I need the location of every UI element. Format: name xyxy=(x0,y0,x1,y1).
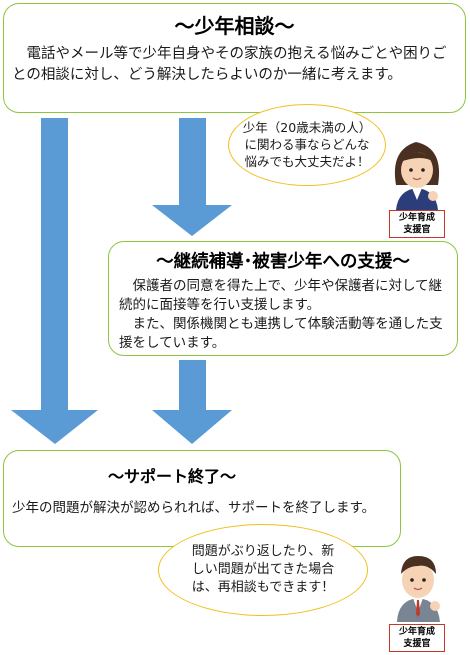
consultation-text: 電話やメール等で少年自身やその家族の抱える悩みごとや困りごとの相談に対し、どう解… xyxy=(12,46,447,83)
arrow-to-end xyxy=(152,360,232,444)
officer-title-badge-1: 少年育成 支援官 xyxy=(389,210,445,238)
speech-bubble-advice: 少年（20歳未満の人） に関わる事ならどんな 悩みでも大丈夫だよ！ xyxy=(228,104,386,186)
support-end-box: ～サポート終了～ 少年の問題が解決が認められれば、サポートを終了します。 xyxy=(3,450,401,547)
speech-bubble-reconsult-text: 問題がぶり返したり、新 しい問題が出てきた場合 は、再相談もできます！ xyxy=(191,544,335,595)
support-text: 保護者の同意を得た上で、少年や保護者に対して継続的に面接等を行い支援します。 ま… xyxy=(119,278,443,351)
officer-title-badge-2: 少年育成 支援官 xyxy=(389,624,445,652)
consultation-box: ～少年相談～ 電話やメール等で少年自身やその家族の抱える悩みごとや困りごとの相談… xyxy=(3,3,466,113)
speech-bubble-advice-text: 少年（20歳未満の人） に関わる事ならどんな 悩みでも大丈夫だよ！ xyxy=(242,120,372,169)
support-title: ～継続補導･被害少年への支援～ xyxy=(156,252,410,272)
support-box: ～継続補導･被害少年への支援～ 保護者の同意を得た上で、少年や保護者に対して継続… xyxy=(108,241,458,356)
support-end-text: 少年の問題が解決が認められれば、サポートを終了します。 xyxy=(12,500,376,516)
consultation-title: ～少年相談～ xyxy=(174,14,295,38)
speech-bubble-reconsult: 問題がぶり返したり、新 しい問題が出てきた場合 は、再相談もできます！ xyxy=(158,524,368,616)
arrow-to-support xyxy=(152,118,232,236)
support-end-title: ～サポート終了～ xyxy=(107,467,236,486)
long-arrow-left xyxy=(11,118,98,444)
